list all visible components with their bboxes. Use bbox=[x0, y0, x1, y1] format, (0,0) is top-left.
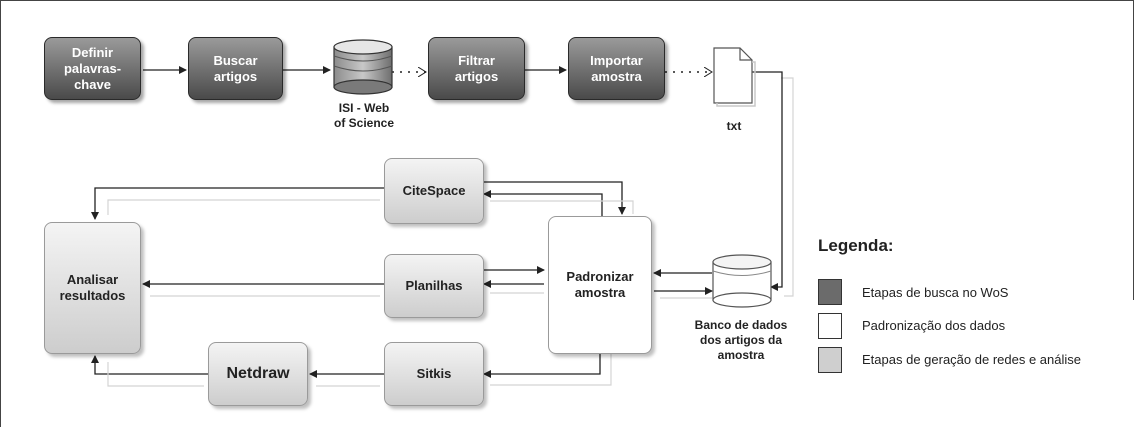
legend-label-standardization: Padronização dos dados bbox=[862, 318, 1006, 333]
banco-de-dados-label: Banco de dados dos artigos da amostra bbox=[694, 318, 788, 362]
legend-swatch-analysis bbox=[818, 347, 842, 373]
netdraw-node: Netdraw bbox=[208, 342, 308, 406]
sitkis-node: Sitkis bbox=[384, 342, 484, 406]
arrow-citespace-padronizar bbox=[484, 181, 626, 215]
shadow-txt-banco bbox=[781, 77, 794, 297]
arrow-citespace-analisar bbox=[91, 187, 384, 220]
importar-amostra-node: Importar amostra bbox=[568, 37, 665, 100]
arrow-netdraw-analisar bbox=[91, 355, 208, 375]
shadow-padronizar-citespace bbox=[490, 200, 634, 214]
legend-swatch-standardization bbox=[818, 313, 842, 339]
definir-palavras-chave-node: Definir palavras- chave bbox=[44, 37, 141, 100]
shadow-netdraw-analisar bbox=[107, 362, 204, 387]
planilhas-node: Planilhas bbox=[384, 254, 484, 318]
arrow-padronizar-sitkis bbox=[483, 354, 601, 378]
filtrar-artigos-node: Filtrar artigos bbox=[428, 37, 525, 100]
isi-web-of-science-label: ISI - Web of Science bbox=[333, 101, 395, 130]
legend-label-analysis: Etapas de geração de redes e análise bbox=[862, 352, 1081, 367]
txt-label: txt bbox=[726, 119, 742, 133]
isi-database-icon bbox=[333, 39, 393, 95]
citespace-node: CiteSpace bbox=[384, 158, 484, 224]
buscar-artigos-node: Buscar artigos bbox=[188, 37, 283, 100]
legend-swatch-search bbox=[818, 279, 842, 305]
banco-database-icon bbox=[712, 254, 772, 308]
arrow-txt-banco bbox=[750, 71, 783, 291]
legend-title: Legenda: bbox=[818, 236, 894, 255]
shadow-padronizar-sitkis bbox=[490, 354, 612, 386]
legend-label-search: Etapas de busca no WoS bbox=[862, 285, 1009, 300]
shadow-citespace-analisar bbox=[107, 199, 380, 215]
txt-file-icon bbox=[713, 47, 756, 107]
arrow-padronizar-citespace bbox=[483, 190, 603, 216]
padronizar-amostra-node: Padronizar amostra bbox=[548, 216, 652, 354]
analisar-resultados-node: Analisar resultados bbox=[44, 222, 141, 354]
